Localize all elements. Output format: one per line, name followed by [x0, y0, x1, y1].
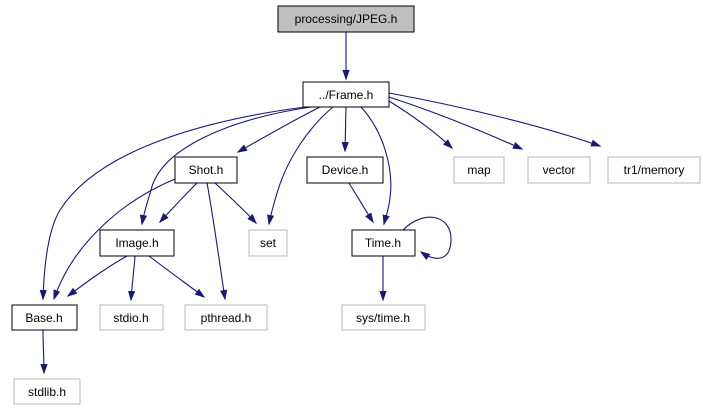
edge-frame-to-base [39, 106, 306, 301]
edge-frame-to-set [267, 106, 334, 226]
edge-frame-to-vector [388, 96, 524, 150]
node-label-device-h: Device.h [322, 163, 369, 177]
edge-image-to-base [66, 255, 128, 297]
edge-shot-to-pthread [206, 182, 228, 301]
node-label-stdlib-h: stdlib.h [28, 385, 66, 399]
node-label-base-h: Base.h [25, 311, 62, 325]
node-label-frame-h: ../Frame.h [319, 88, 374, 102]
node-label-set: set [260, 236, 277, 250]
node-map: map [453, 156, 505, 184]
node-label-vector: vector [543, 163, 576, 177]
edge-time-self-loop [402, 216, 452, 261]
node-vector: vector [527, 156, 591, 184]
edge-frame-to-tr1memory [388, 92, 602, 147]
edge-frame-to-map [388, 100, 454, 150]
node-image-h[interactable]: Image.h [99, 229, 175, 257]
node-shot-h[interactable]: Shot.h [174, 156, 238, 184]
edge-shot-to-image [158, 182, 198, 224]
node-label-image-h: Image.h [115, 236, 158, 250]
edge-device-to-time [348, 182, 374, 224]
node-label-pthread-h: pthread.h [201, 311, 252, 325]
node-label-sys-time-h: sys/time.h [356, 311, 410, 325]
node-label-map: map [467, 163, 491, 177]
node-frame-h[interactable]: ../Frame.h [302, 81, 390, 108]
edge-shot-to-set [214, 182, 258, 225]
edge-shot-to-base [53, 178, 176, 301]
node-set: set [248, 229, 288, 257]
node-stdlib-h: stdlib.h [13, 378, 81, 405]
node-label-time-h: Time.h [365, 236, 401, 250]
node-processing-jpeg-h: processing/JPEG.h [277, 5, 415, 33]
node-time-h[interactable]: Time.h [351, 229, 416, 257]
edge-image-to-pthread [148, 255, 206, 298]
edge-image-to-stdio [128, 255, 136, 302]
edge-frame-to-shot [236, 106, 321, 153]
edge-frame-to-time [360, 106, 392, 226]
node-device-h[interactable]: Device.h [306, 156, 384, 184]
node-base-h[interactable]: Base.h [11, 304, 78, 331]
node-label-shot-h: Shot.h [189, 163, 224, 177]
node-label-tr1-memory: tr1/memory [624, 163, 685, 177]
node-label-processing-jpeg-h: processing/JPEG.h [295, 12, 398, 26]
node-stdio-h: stdio.h [99, 304, 164, 331]
edge-frame-to-image [139, 106, 312, 226]
edge-base-to-stdlib [40, 329, 48, 375]
node-label-stdio-h: stdio.h [113, 311, 148, 325]
node-pthread-h: pthread.h [184, 304, 268, 331]
edge-frame-to-device [341, 106, 349, 153]
node-tr1-memory: tr1/memory [607, 156, 701, 184]
node-sys-time-h: sys/time.h [341, 304, 426, 331]
